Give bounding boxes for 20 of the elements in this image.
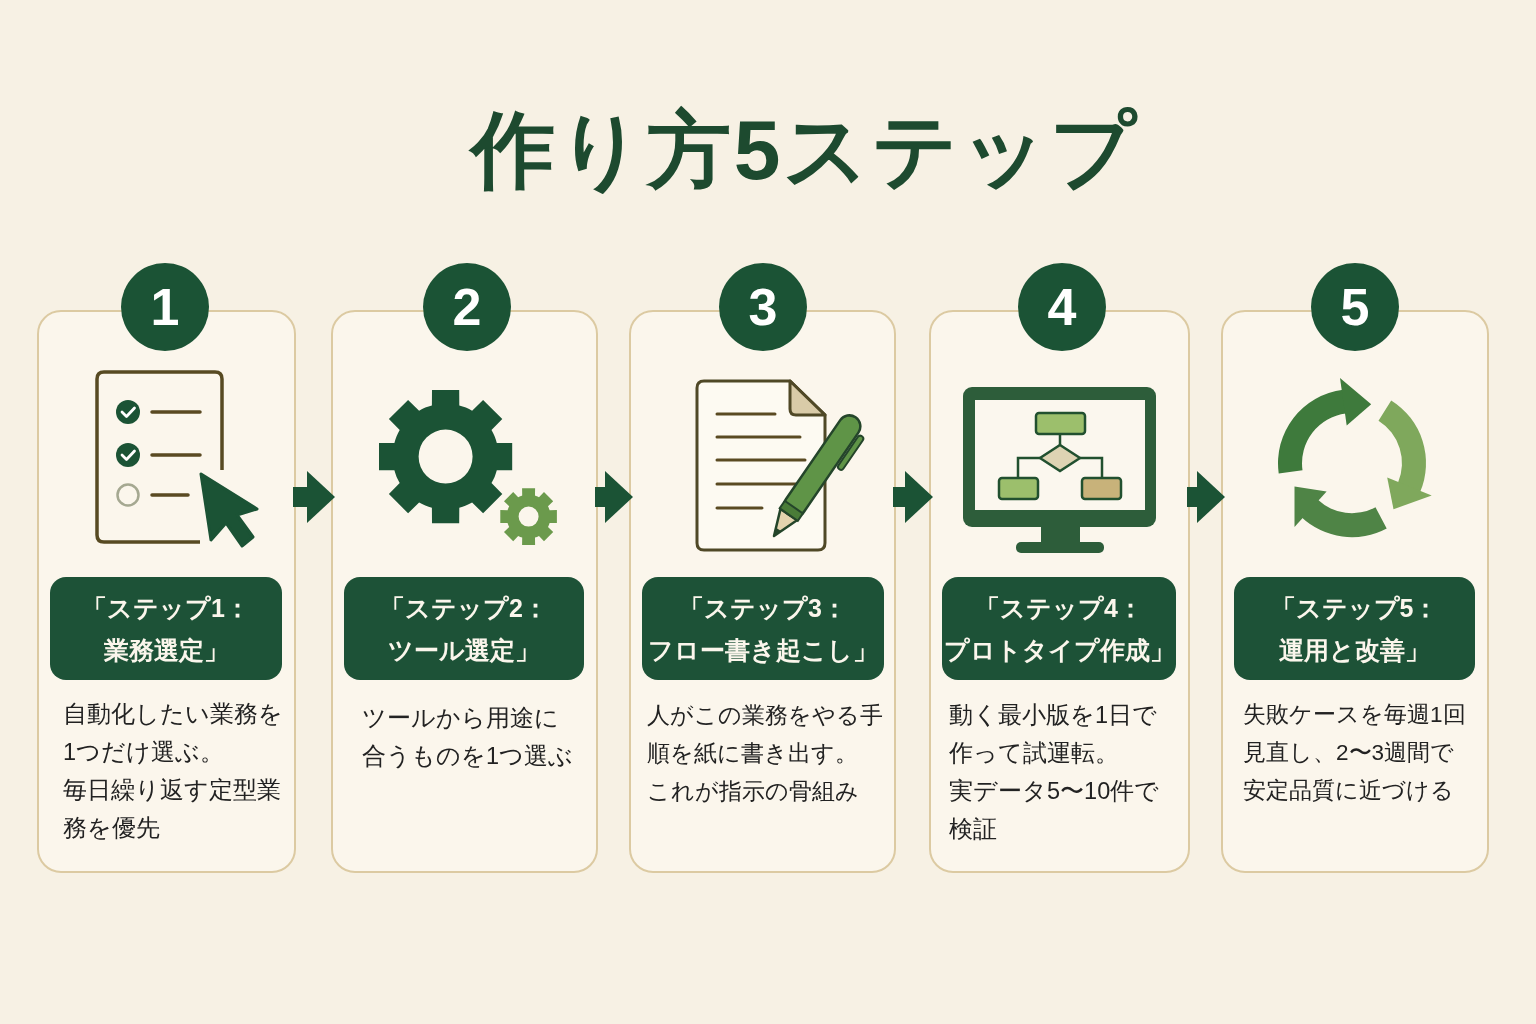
number-circle: 5 [1311,263,1399,351]
step-description: 人がこの業務をやる手順を紙に書き出す。これが指示の骨組み [647,701,884,806]
step-description: 失敗ケースを毎週1回見直し、2〜3週間で安定品質に近づける [1243,701,1467,805]
arrow [595,471,633,523]
number-circle: 1 [121,263,209,351]
step-title-banner: 「ステップ2：ツール選定」 [344,577,584,680]
step-title-banner: 「ステップ3：フロー書き起こし」 [642,577,884,680]
step-description: ツールから用途に合うものを1つ選ぶ [362,704,575,771]
arrow [293,471,335,523]
arrow [1187,471,1225,523]
step-description: 自動化したい業務を1つだけ選ぶ。毎日繰り返す定型業務を優先 [63,700,284,843]
number-circle: 4 [1018,263,1106,351]
number-circle: 2 [423,263,511,351]
step-description: 動く最小版を1日で作って試運転。実データ5〜10件で検証 [949,701,1161,844]
step-title-banner: 「ステップ1：業務選定」 [50,577,282,680]
number-circle: 3 [719,263,807,351]
arrow [893,471,933,523]
step-title-banner: 「ステップ4：プロトタイプ作成」 [942,577,1176,680]
title: 作り方5ステップ [470,102,1140,199]
step-title-banner: 「ステップ5：運用と改善」 [1234,577,1475,680]
